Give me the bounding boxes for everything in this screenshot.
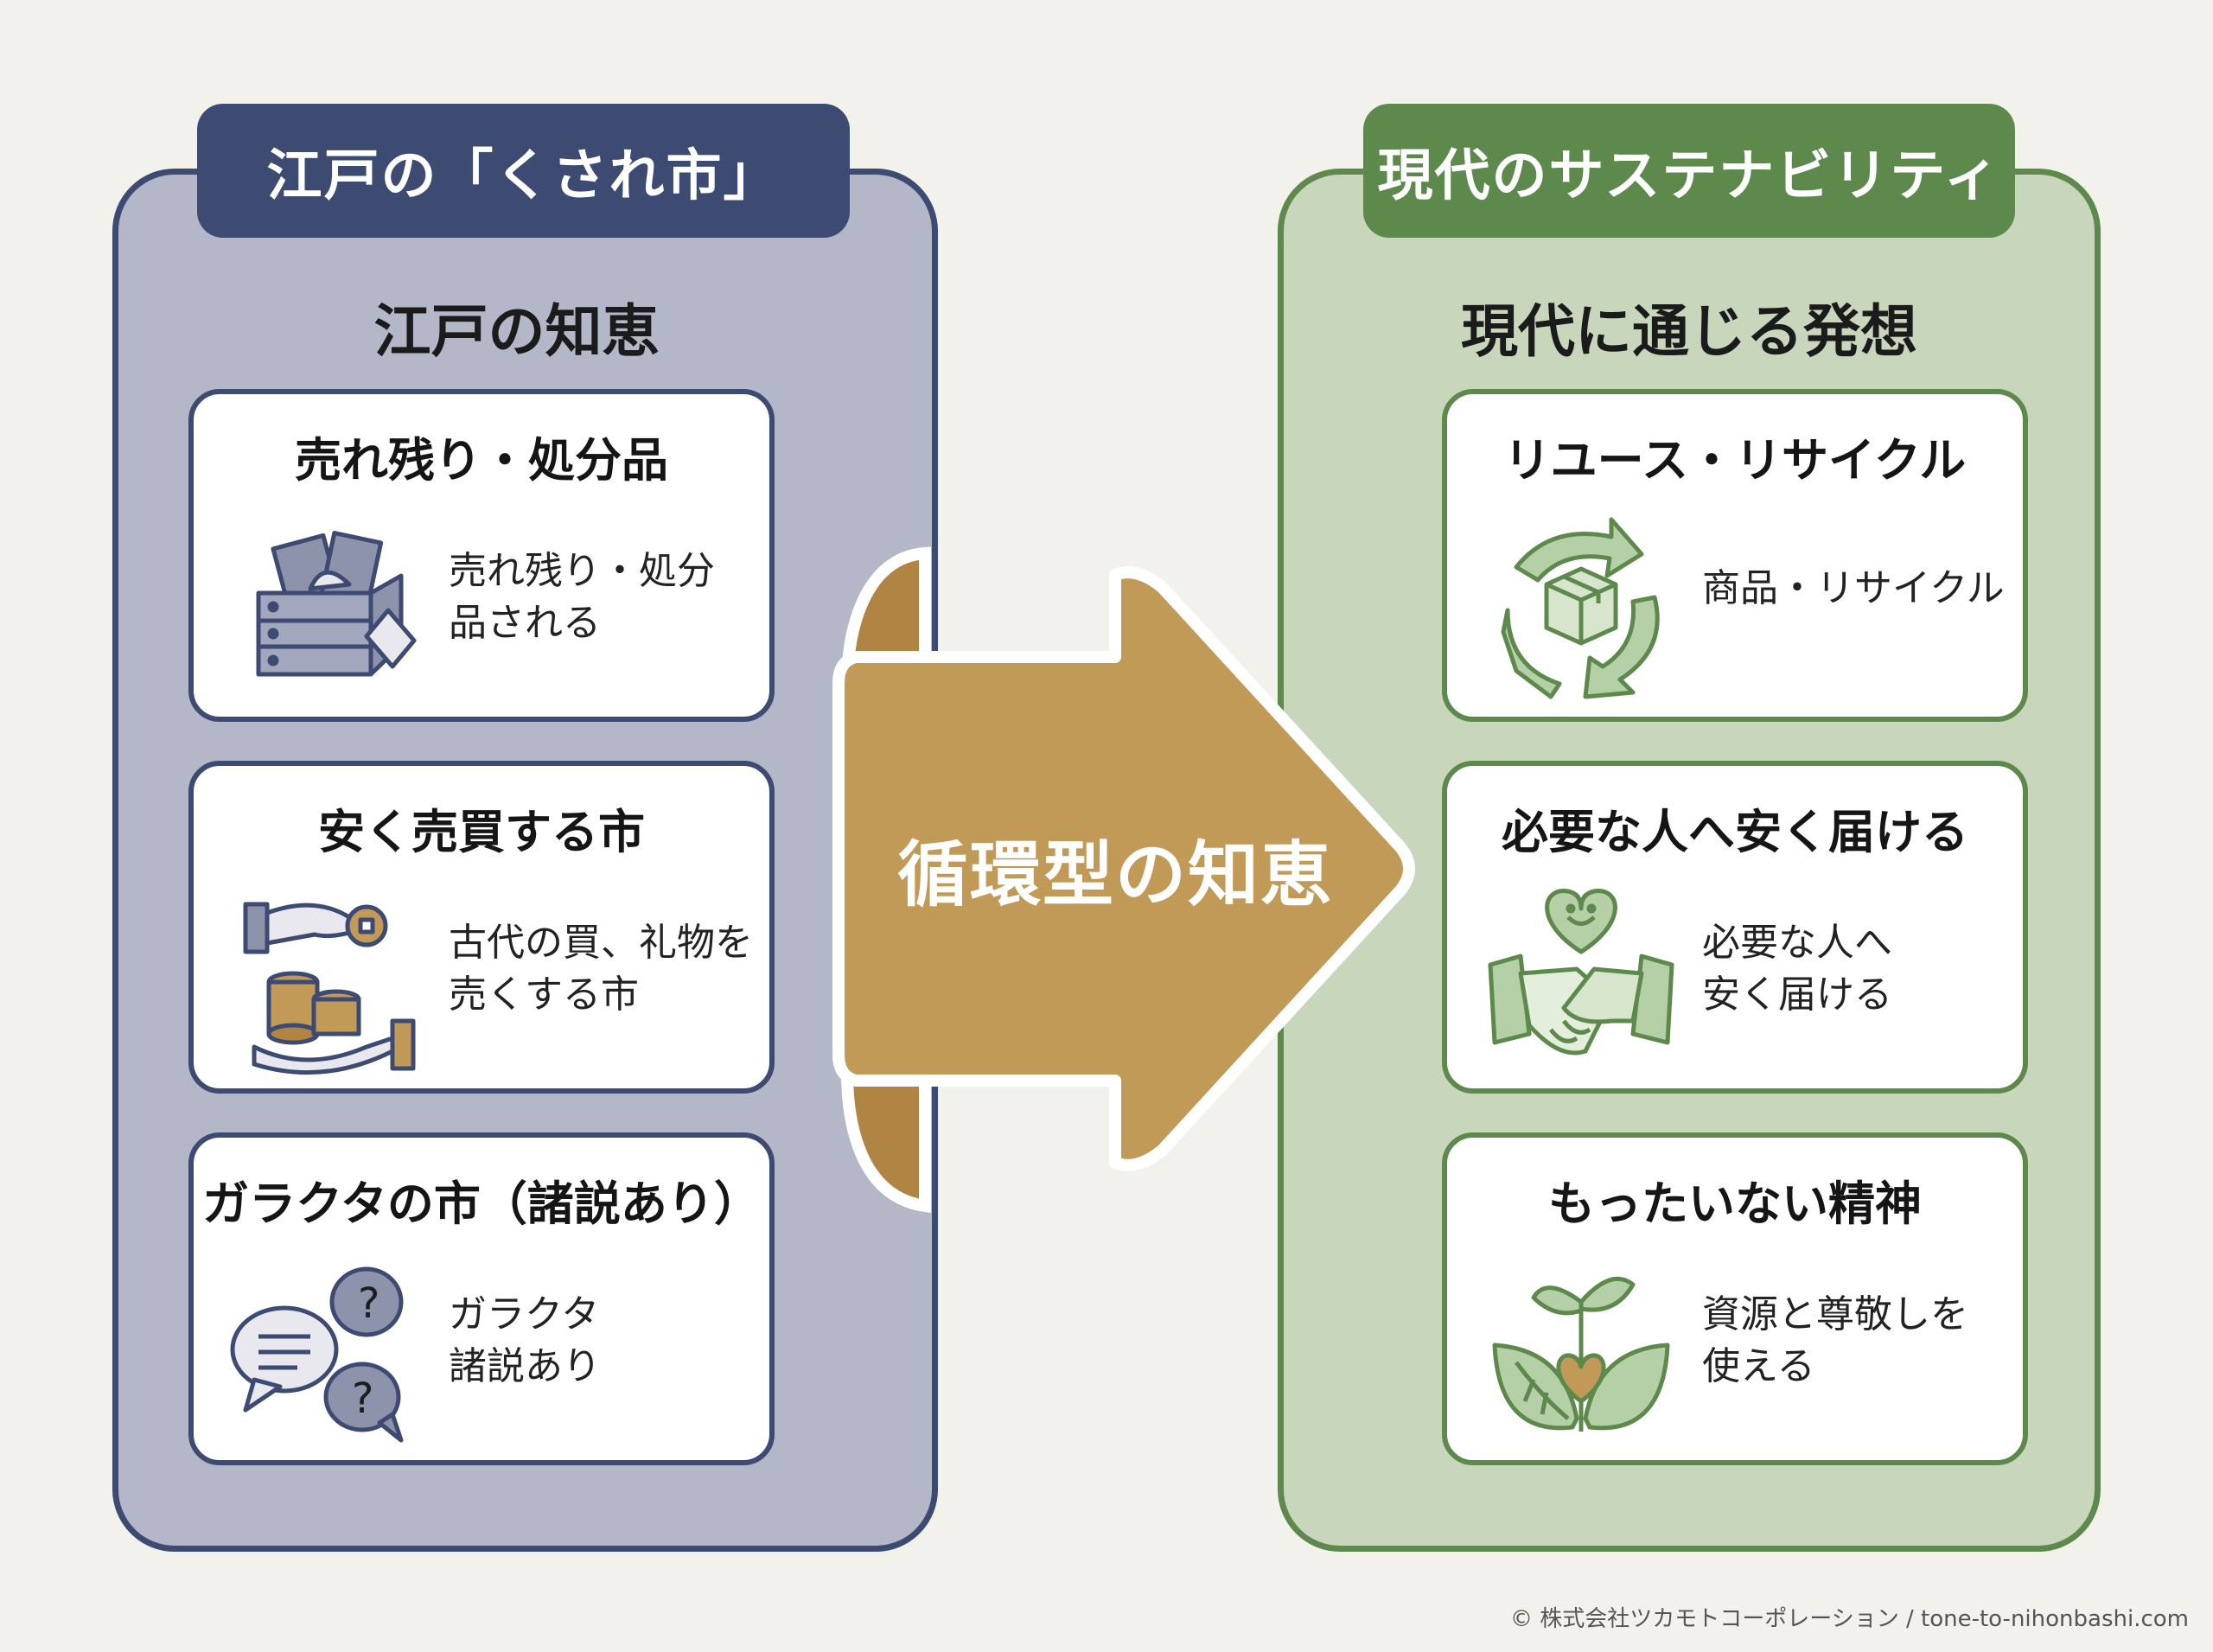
copyright-credit: © 株式会社ツカモトコーポレーション / tone-to-nihonbashi.…: [1509, 1606, 2189, 1632]
edo-card-junk-market: ガラクタの市（諸説あり） ? ? ガラクタ 諸説あり: [188, 1132, 775, 1465]
card-title: もったいない精神: [1548, 1177, 1922, 1231]
edo-heading: 江戸の知恵: [373, 298, 660, 365]
recycle-box-icon: [1501, 517, 1660, 699]
svg-text:?: ?: [352, 1375, 373, 1423]
modern-tab: 現代のサステナビリティ: [1363, 104, 2015, 238]
edo-card-cheap-market: 安く売買する市 古代の買、礼物を 売くする市: [188, 761, 775, 1094]
handshake-heart-icon: [1488, 889, 1674, 1056]
card-title: 必要な人へ安く届ける: [1502, 805, 1968, 859]
edo-card-leftover: 売れ残り・処分品 売れ残り・処分 品される: [188, 389, 775, 722]
card-title: 安く売買する市: [318, 805, 645, 859]
modern-heading: 現代に通じる発想: [1461, 298, 1917, 365]
card-desc: 必要な人へ 安く届ける: [1702, 921, 1892, 1017]
modern-card-mottainai: もったいない精神 資源と尊敬しを 使える: [1442, 1132, 2028, 1465]
card-desc: ガラクタ 諸説あり: [449, 1292, 601, 1388]
card-desc: 資源と尊敬しを 使える: [1702, 1292, 1968, 1388]
flow-arrow-icon: [832, 546, 1415, 1214]
edo-tab: 江戸の「くされ市」: [197, 104, 850, 238]
speech-bubbles-icon: ? ?: [230, 1266, 404, 1443]
card-desc: 商品・リサイクル: [1702, 566, 2005, 610]
card-title: リユース・リサイクル: [1503, 433, 1967, 488]
card-desc: 売れ残り・処分 品される: [449, 549, 715, 645]
modern-card-recycle: リユース・リサイクル 商品・リサイクル: [1442, 389, 2028, 722]
coins-hand-icon: [243, 902, 416, 1075]
sprout-heart-icon: [1492, 1276, 1670, 1432]
card-title: ガラクタの市（諸説あり）: [202, 1177, 761, 1231]
modern-card-deliver: 必要な人へ安く届ける 必要な人へ 安く届ける: [1442, 761, 2028, 1094]
svg-text:?: ?: [358, 1279, 379, 1328]
crate-icon: [256, 531, 417, 677]
circular-wisdom-label: 循環型の知恵: [896, 834, 1333, 916]
card-title: 売れ残り・処分品: [295, 433, 668, 488]
card-desc: 古代の買、礼物を 売くする市: [449, 921, 753, 1017]
